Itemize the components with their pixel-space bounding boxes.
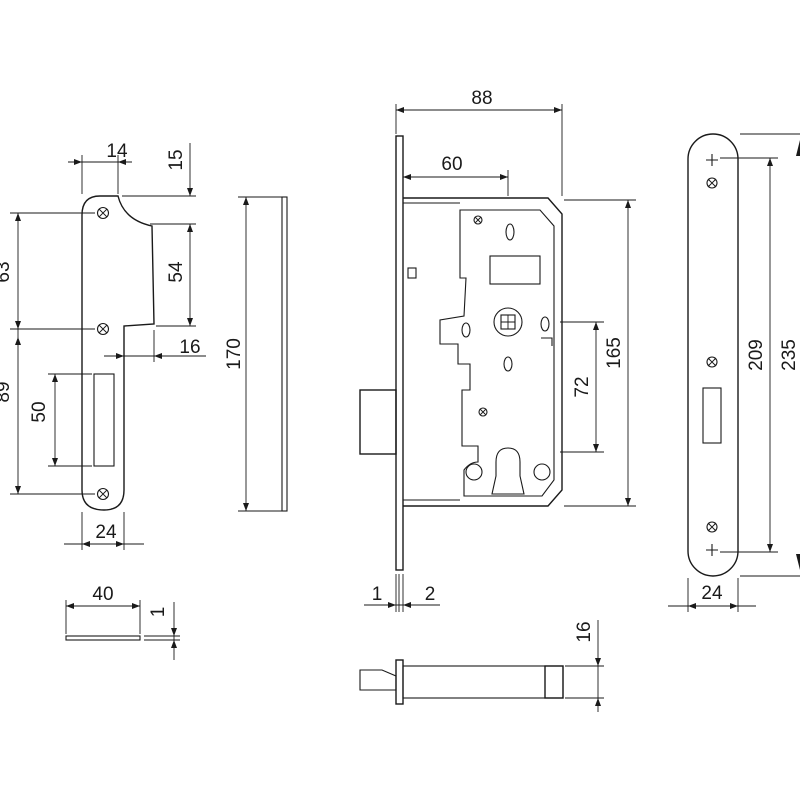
case-screw-icon <box>478 407 488 417</box>
spindle-follower <box>493 307 523 337</box>
dim-label-88: 88 <box>471 88 492 109</box>
dim-label-14: 14 <box>106 141 128 162</box>
lock-dimensions: 88 60 165 72 1 2 <box>364 88 636 612</box>
dim-label-63: 63 <box>0 261 14 282</box>
latch-tip <box>359 669 397 691</box>
dim-label-170: 170 <box>224 338 245 370</box>
screw-top-icon <box>706 177 718 189</box>
dim-label-16: 16 <box>179 337 200 358</box>
strike-plate-side: 170 <box>224 196 288 512</box>
dim-label-2-forend: 2 <box>425 584 436 605</box>
dim-label-16-bolt: 16 <box>574 621 595 642</box>
dim-label-89: 89 <box>0 381 14 402</box>
dim-label-1-strike: 1 <box>148 607 169 618</box>
plus-mark-bottom-icon <box>706 544 718 556</box>
faceplate-latch-slot <box>702 387 722 444</box>
screw-hole-mid-icon <box>96 322 110 336</box>
dim-label-1-forend: 1 <box>372 584 383 605</box>
lever-slot <box>489 255 541 285</box>
dim-label-50: 50 <box>29 401 50 422</box>
dim-label-15: 15 <box>166 149 187 170</box>
screw-mid-icon <box>706 356 718 368</box>
strike-dimensions: 14 15 54 16 63 89 50 <box>0 141 206 550</box>
bolt-top-view: 16 <box>359 620 604 712</box>
screw-hole-bottom-icon <box>96 487 110 501</box>
lock-body <box>359 135 563 571</box>
dim-label-209: 209 <box>746 339 767 371</box>
latch-slot <box>93 373 115 467</box>
faceplate-dimensions: 209 235 24 <box>668 133 800 612</box>
lock-case <box>403 197 563 507</box>
dim-label-72: 72 <box>572 376 593 397</box>
screw-bottom-icon <box>706 521 718 533</box>
dim-label-40: 40 <box>92 584 113 605</box>
dim-label-60: 60 <box>441 154 462 175</box>
strike-plate-top: 40 1 <box>65 584 180 660</box>
dim-label-235: 235 <box>779 339 800 371</box>
lock-mechanism <box>439 209 555 497</box>
dim-label-54: 54 <box>166 261 187 283</box>
dim-label-165: 165 <box>604 337 625 369</box>
plus-mark-top-icon <box>706 154 718 166</box>
faceplate-front <box>687 133 739 577</box>
dim-label-24-strike: 24 <box>95 522 117 543</box>
latch-bolt <box>359 389 397 455</box>
screw-hole-top-icon <box>96 206 110 220</box>
strike-plate-front <box>81 195 155 511</box>
cylinder-hole <box>491 447 525 495</box>
case-screw-icon <box>473 215 483 225</box>
dim-label-24-faceplate: 24 <box>701 583 723 604</box>
forend-plate <box>395 135 404 571</box>
